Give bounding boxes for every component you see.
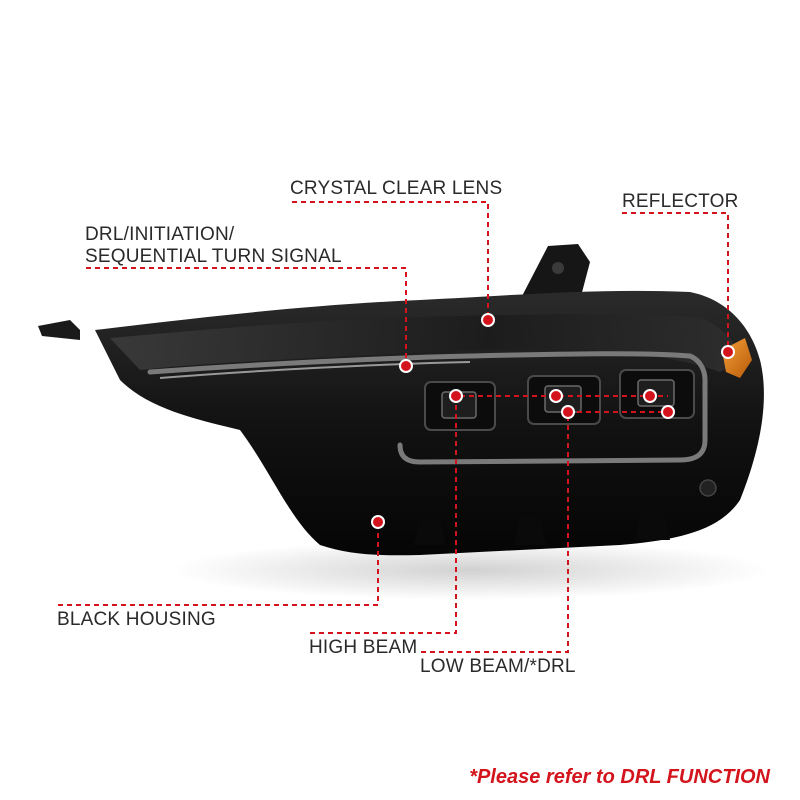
floor-shadow: [170, 540, 770, 600]
label-drl-line1: DRL/INITIATION/: [85, 224, 235, 245]
label-crystal-clear-lens: CRYSTAL CLEAR LENS: [290, 178, 503, 199]
callout-dot-icon: [643, 389, 657, 403]
callout-dot-icon: [371, 515, 385, 529]
label-low-beam: LOW BEAM/*DRL: [420, 656, 576, 677]
label-black-housing: BLACK HOUSING: [57, 609, 216, 630]
label-high-beam: HIGH BEAM: [309, 637, 418, 658]
callout-dot-icon: [721, 345, 735, 359]
left-mount-tab: [38, 320, 80, 340]
callout-line-housing: [58, 522, 379, 606]
headlight-image: [38, 244, 764, 556]
callout-dot-icon: [481, 313, 495, 327]
label-reflector: REFLECTOR: [622, 191, 739, 212]
callout-dot-icon: [549, 389, 563, 403]
lens-surface: [110, 314, 742, 372]
callout-dot-icon: [449, 389, 463, 403]
callout-line-crystal-lens: [292, 201, 489, 320]
callout-dot-icon: [661, 405, 675, 419]
callout-line-drl: [86, 267, 407, 366]
drl-light-bar: [147, 351, 708, 465]
drl-function-note: *Please refer to DRL FUNCTION: [469, 766, 770, 788]
label-drl-line2: SEQUENTIAL TURN SIGNAL: [85, 246, 342, 267]
callout-dot-icon: [399, 359, 413, 373]
callout-line-low-beam: [421, 411, 668, 653]
callout-dots: [371, 313, 735, 529]
callout-dot-icon: [561, 405, 575, 419]
